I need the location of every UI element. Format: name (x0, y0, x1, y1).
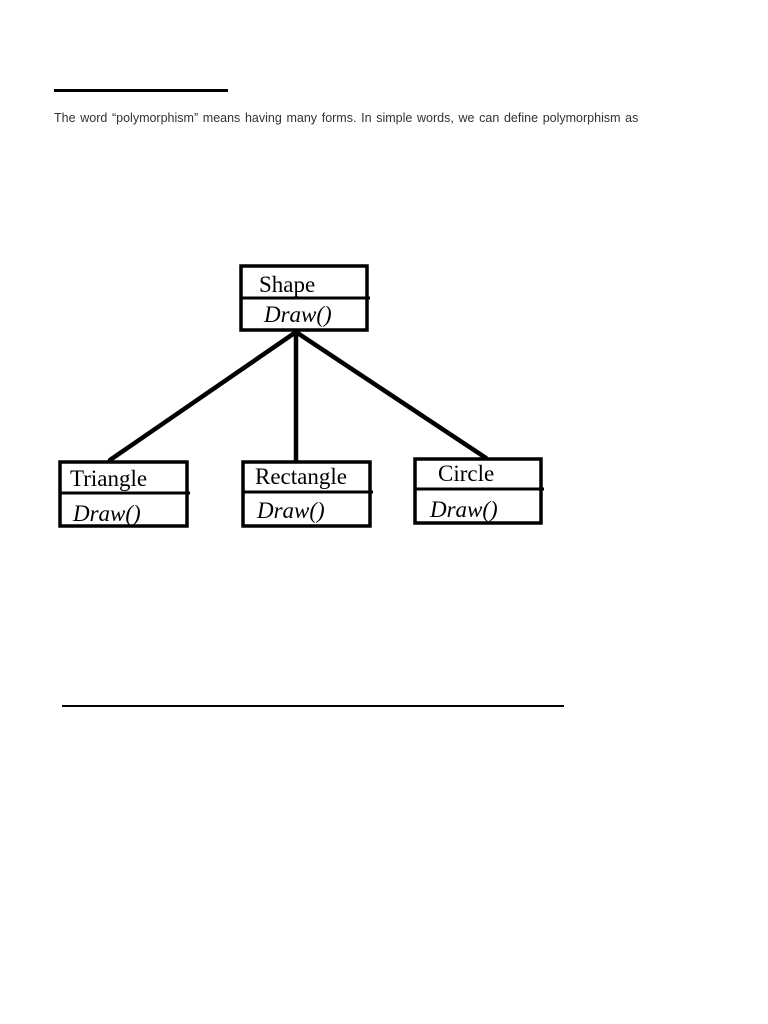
class-name-circle: Circle (438, 461, 494, 486)
class-name-rectangle: Rectangle (255, 464, 347, 489)
intro-paragraph: The word “polymorphism” means having man… (54, 111, 639, 125)
inheritance-connectors (107, 329, 489, 465)
method-draw-triangle: Draw() (72, 501, 141, 526)
method-draw-rectangle: Draw() (256, 498, 325, 523)
class-box-rectangle: Rectangle Draw() (241, 460, 373, 528)
method-draw-circle: Draw() (429, 497, 498, 522)
connector-shape-triangle (107, 329, 299, 463)
heading-underline (54, 89, 228, 92)
class-box-triangle: Triangle Draw() (58, 460, 190, 528)
connector-shape-circle (293, 329, 489, 461)
class-box-circle: Circle Draw() (413, 457, 544, 525)
class-name-triangle: Triangle (70, 466, 147, 491)
method-draw-shape: Draw() (263, 302, 332, 327)
class-box-shape: Shape Draw() (239, 264, 370, 332)
class-name-shape: Shape (259, 272, 315, 297)
section-divider (62, 705, 564, 707)
